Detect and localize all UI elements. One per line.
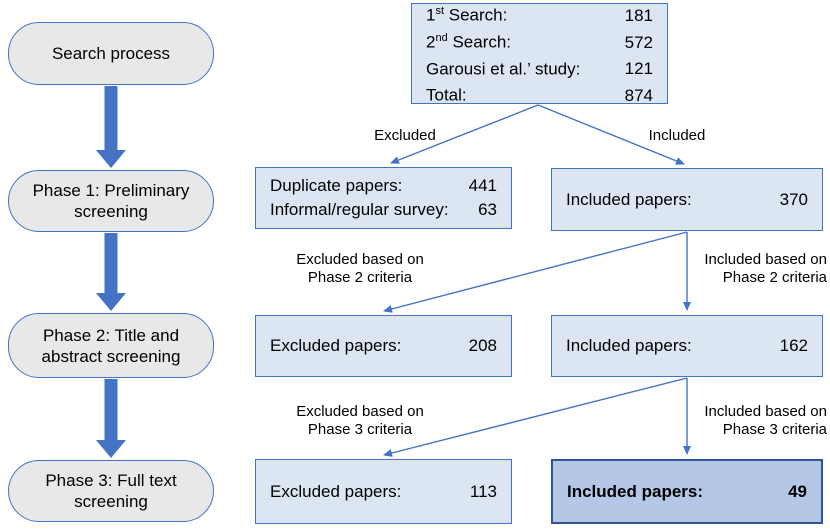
summary-row-value: 874 [624,85,653,105]
phase2-included-box: Included papers: 162 [551,315,823,377]
stage-arrow-1-icon [96,86,126,168]
excluded-row: Excluded papers: 208 [256,336,511,356]
row-label: Informal/regular survey: [270,200,449,219]
row-value: 63 [478,200,497,219]
summary-row-label: 1st Search: [426,5,508,25]
stage-phase-3: Phase 3: Full text screening [8,460,214,522]
stage-label-line: Phase 2: Title and [42,325,180,345]
summary-row-value: 181 [624,5,653,25]
stage-label-line: abstract screening [41,346,181,366]
included-row: Included papers: 370 [552,190,822,210]
phase2-excluded-box: Excluded papers: 208 [255,315,512,377]
row-label: Included papers: [566,336,692,355]
row-value: 113 [469,481,497,501]
included-row: Included papers: 49 [553,482,821,502]
summary-row-label: Garousi et al.’ study: [426,59,581,79]
excluded-row: Duplicate papers: 441 [256,174,511,198]
phase1-included-box: Included papers: 370 [551,168,823,231]
summary-row: 1st Search: 181 [412,0,667,27]
stage-label-line: screening [74,492,148,511]
stage-search-process: Search process [8,22,214,85]
p2-excluded-arrow-icon [383,231,688,313]
ordinal-suffix: st [435,5,445,18]
summary-row-value: 572 [624,32,653,52]
summary-row-label: 2nd Search: [426,31,512,52]
excluded-row: Informal/regular survey: 63 [256,198,511,222]
split-included-arrow-icon [537,104,685,165]
row-label: Excluded papers: [270,336,402,355]
phase1-excluded-box: Duplicate papers: 441 Informal/regular s… [255,167,512,229]
excluded-row: Excluded papers: 113 [256,482,511,502]
ordinal-suffix: nd [435,31,448,44]
p3-excluded-arrow-icon [383,377,688,457]
summary-row-label: Total: [426,85,467,105]
stage-label-line: Phase 1: Preliminary [32,181,190,200]
summary-row: Total: 874 [412,80,667,107]
stage-phase-1: Phase 1: Preliminary screening [8,170,214,232]
branch-label-included: Included [648,127,706,144]
summary-row: Garousi et al.’ study: 121 [412,54,667,81]
summary-row: 2nd Search: 572 [412,27,667,54]
branch-label-excluded: Excluded [374,127,436,144]
row-label: Included papers: [567,481,704,501]
stage-label-line: screening [74,202,148,221]
stage-label-line: Phase 3: Full text [45,471,177,490]
stage-label-line: Search process [51,44,171,63]
row-label: Included papers: [566,189,692,209]
row-value: 370 [779,189,808,209]
row-value: 441 [468,176,497,195]
phase3-excluded-box: Excluded papers: 113 [255,459,512,524]
stage-arrow-3-icon [96,379,126,458]
search-summary-box: 1st Search: 181 2nd Search: 572 Garousi … [411,0,668,107]
row-label: Duplicate papers: [270,176,403,195]
split-excluded-arrow-icon [390,104,539,164]
row-value: 162 [779,336,808,355]
stage-arrow-2-icon [96,233,126,311]
row-value: 208 [468,336,497,355]
row-value: 49 [788,481,807,501]
row-label: Excluded papers: [270,481,402,501]
phase3-included-final-box: Included papers: 49 [551,459,823,524]
included-row: Included papers: 162 [552,336,822,356]
summary-row-value: 121 [624,59,653,79]
